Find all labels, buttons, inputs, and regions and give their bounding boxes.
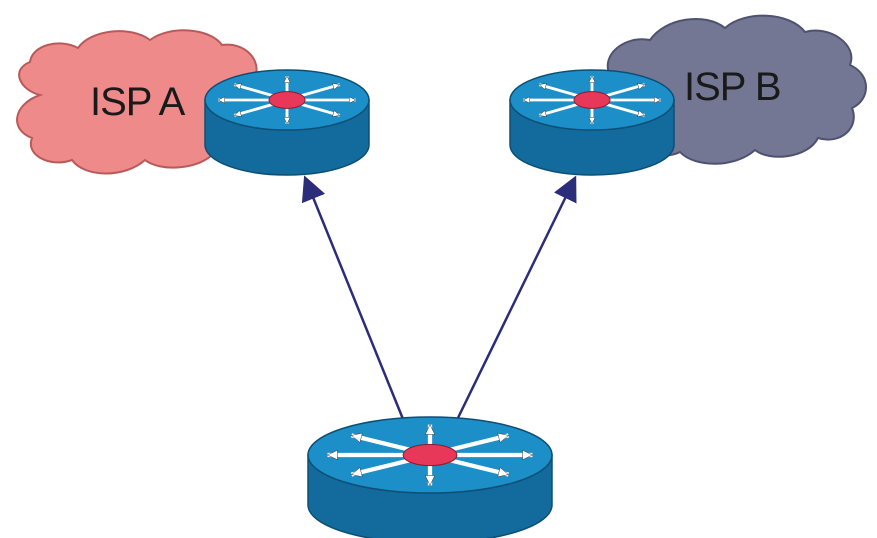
router-arrowhead bbox=[538, 83, 547, 90]
router-arrowhead bbox=[217, 96, 226, 104]
router-arrowhead bbox=[332, 110, 341, 117]
router-hub bbox=[573, 91, 611, 109]
router-arrowhead bbox=[424, 475, 436, 486]
router-isp-a bbox=[204, 69, 370, 176]
router-arrowhead bbox=[283, 75, 291, 83]
router-arrow bbox=[350, 457, 414, 477]
router-arrowhead bbox=[283, 117, 291, 125]
router-arrowhead bbox=[348, 96, 357, 104]
router-arrowhead bbox=[637, 83, 646, 90]
router-arrow bbox=[446, 433, 510, 453]
router-arrow bbox=[538, 102, 582, 117]
router-arrowhead bbox=[522, 96, 531, 104]
router-hub bbox=[402, 443, 458, 467]
router-arrowhead bbox=[497, 467, 510, 478]
router-arrow bbox=[538, 83, 582, 98]
router-arrowhead bbox=[233, 110, 242, 117]
router-arrowhead bbox=[326, 449, 338, 461]
router-arrowhead bbox=[538, 110, 547, 117]
router-arrowhead bbox=[588, 75, 596, 83]
router-isp-b bbox=[509, 69, 675, 176]
router-arrowhead bbox=[588, 117, 596, 125]
link-core-to-isp-b bbox=[453, 175, 577, 425]
router-arrowhead bbox=[522, 449, 534, 461]
router-arrow bbox=[233, 83, 277, 98]
router-arrow bbox=[602, 83, 646, 98]
router-arrows-icon bbox=[522, 75, 662, 125]
router-arrowhead bbox=[637, 110, 646, 117]
router-arrowhead bbox=[350, 467, 363, 478]
isp-b-label: ISP B bbox=[684, 65, 781, 109]
router-core bbox=[307, 416, 553, 538]
router-hub bbox=[268, 91, 306, 109]
router-arrow bbox=[446, 457, 510, 477]
router-arrows-icon bbox=[217, 75, 357, 125]
link-core-to-isp-a bbox=[301, 175, 407, 425]
router-arrowhead bbox=[332, 83, 341, 90]
router-arrowhead bbox=[350, 432, 363, 443]
router-arrow bbox=[297, 83, 341, 98]
router-arrows-icon bbox=[326, 424, 534, 486]
router-arrowhead bbox=[233, 83, 242, 90]
router-arrowhead bbox=[497, 432, 510, 443]
router-arrow bbox=[350, 433, 414, 453]
router-arrow bbox=[233, 102, 277, 117]
router-arrowhead bbox=[653, 96, 662, 104]
router-arrow bbox=[602, 102, 646, 117]
router-arrowhead bbox=[424, 424, 436, 435]
isp-a-label: ISP A bbox=[90, 80, 186, 124]
router-arrow bbox=[297, 102, 341, 117]
